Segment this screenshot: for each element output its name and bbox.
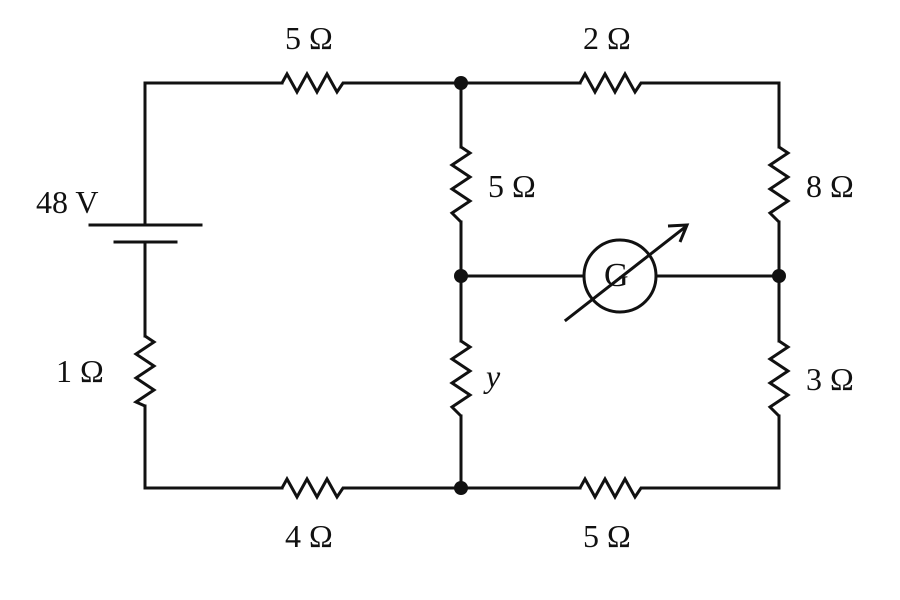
label-top-left-resistor: 5 Ω — [285, 20, 333, 56]
label-bottom-right-resistor: 5 Ω — [583, 518, 631, 554]
label-middle-upper-resistor: 5 Ω — [488, 168, 536, 204]
label-right-lower-resistor: 3 Ω — [806, 361, 854, 397]
resistor-right-upper-icon — [767, 145, 791, 224]
battery-icon — [88, 223, 203, 244]
label-middle-lower-resistor: y — [486, 358, 501, 394]
resistor-left-lower-icon — [132, 334, 157, 408]
label-top-right-resistor: 2 Ω — [583, 20, 631, 56]
resistor-right-lower-icon — [767, 339, 791, 418]
label-galvanometer: G — [604, 257, 629, 294]
galvanometer-icon — [563, 223, 690, 323]
node-bottom-middle — [454, 481, 468, 495]
galvanometer-arrow-shaft — [563, 225, 687, 323]
node-top-middle — [454, 76, 468, 90]
resistor-bottom-left-icon — [280, 475, 348, 501]
wires — [143, 81, 781, 490]
junction-nodes — [454, 76, 786, 495]
resistor-top-right-icon — [578, 70, 646, 96]
node-center — [454, 269, 468, 283]
node-right — [772, 269, 786, 283]
label-right-upper-resistor: 8 Ω — [806, 168, 854, 204]
label-battery: 48 V — [36, 184, 99, 220]
galvanometer-arrow-head — [667, 223, 690, 243]
label-bottom-left-resistor: 4 Ω — [285, 518, 333, 554]
resistor-middle-upper-icon — [449, 145, 473, 224]
resistor-top-left-icon — [280, 70, 348, 96]
resistor-middle-lower-icon — [449, 339, 473, 418]
resistor-bottom-right-icon — [578, 475, 646, 501]
label-left-lower-resistor: 1 Ω — [56, 353, 104, 389]
